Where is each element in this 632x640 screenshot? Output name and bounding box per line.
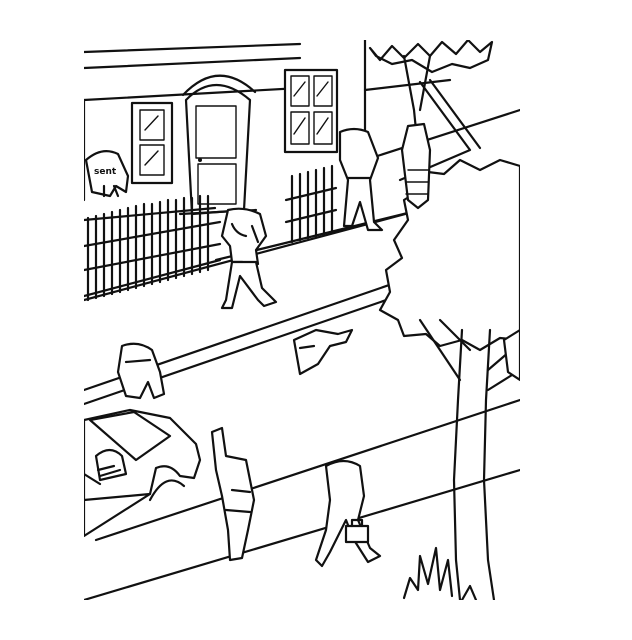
person-walking-center [220,207,278,310]
house [84,40,520,216]
person-reclining [292,328,354,376]
person-crouching [116,342,166,400]
house-door [178,74,258,216]
tree-top [368,40,494,132]
tree-right [378,158,520,600]
house-window-left [130,101,174,185]
person-standing-right [338,127,384,232]
house-window-right [283,68,339,154]
car [84,408,202,538]
person-with-briefcase [314,459,382,568]
shirt-print-text: sent [94,167,117,177]
person-waving [210,426,256,562]
person-woman [400,122,432,210]
person-in-window: sent [84,149,130,198]
